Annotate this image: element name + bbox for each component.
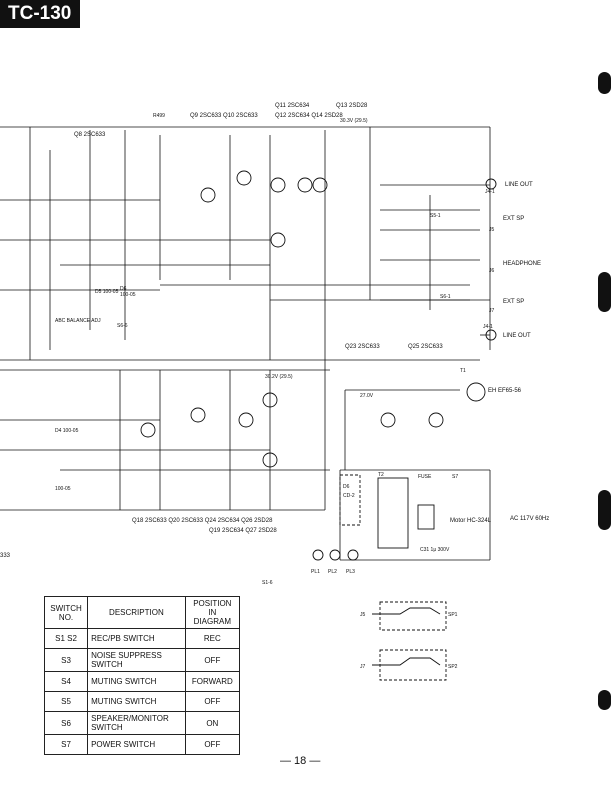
- label-sp2: SP2: [448, 664, 458, 670]
- label-v30b: 30.2V (29.5): [265, 374, 293, 380]
- label-s6b: S6-6: [117, 323, 128, 329]
- label-cd2: CD-2: [343, 493, 355, 499]
- punch-hole-mark: [598, 272, 611, 312]
- label-line-out-bottom: LINE OUT: [503, 333, 531, 339]
- switch-no-cell: S7: [43, 734, 89, 755]
- label-s1: S1-6: [262, 580, 273, 586]
- table-row: S3 NOISE SUPPRESS SWITCH OFF: [43, 648, 241, 672]
- label-v30: 30.3V (29.5): [340, 118, 368, 124]
- switch-position-cell: FORWARD: [184, 671, 241, 692]
- table-row: S4 MUTING SWITCH FORWARD: [43, 671, 241, 692]
- label-headphone: HEADPHONE: [503, 261, 541, 267]
- label-pl2: PL2: [328, 569, 337, 575]
- switch-table-header-row: SWITCH NO. DESCRIPTION POSITION IN DIAGR…: [43, 596, 241, 629]
- label-d6: D6: [343, 484, 350, 490]
- switch-position-cell: OFF: [184, 648, 241, 672]
- switch-position-cell: ON: [184, 711, 241, 735]
- label-sp1: SP1: [448, 612, 458, 618]
- label-s5: S5-1: [430, 213, 441, 219]
- label-d6c: 100-05: [120, 292, 136, 298]
- label-v27: 27.0V: [360, 393, 374, 399]
- label-plug-j5: J5: [360, 612, 366, 618]
- switch-position-cell: OFF: [184, 734, 241, 755]
- label-d5: D5 100-05: [95, 289, 119, 295]
- transistor-label-q19: Q19 2SC634 Q27 2SD28: [209, 528, 277, 534]
- switch-no-cell: S6: [43, 711, 89, 735]
- switch-table: SWITCH NO. DESCRIPTION POSITION IN DIAGR…: [43, 596, 241, 755]
- transistor-label-q12: Q12 2SC634 Q14 2SD28: [275, 113, 343, 119]
- label-r499: R499: [153, 113, 165, 119]
- transistor-label-q11: Q11 2SC634: [275, 103, 310, 109]
- switch-description-cell: SPEAKER/MONITOR SWITCH: [87, 711, 186, 735]
- label-motor: Motor HC-324L: [450, 518, 492, 524]
- page-number: — 18 —: [280, 755, 321, 767]
- label-s7: S7: [452, 474, 458, 480]
- label-d4a: D4 100-05: [55, 428, 79, 434]
- table-row: S1 S2 REC/PB SWITCH REC: [43, 628, 241, 649]
- label-j6: J6: [489, 268, 495, 274]
- table-row: S6 SPEAKER/MONITOR SWITCH ON: [43, 711, 241, 735]
- switch-table-header-description: DESCRIPTION: [87, 596, 186, 629]
- switch-description-cell: NOISE SUPPRESS SWITCH: [87, 648, 186, 672]
- table-row: S5 MUTING SWITCH OFF: [43, 691, 241, 712]
- label-pl3: PL3: [346, 569, 355, 575]
- label-t1: T1: [460, 368, 466, 374]
- label-j4b: J4-1: [483, 324, 493, 330]
- label-plug-j7: J7: [360, 664, 366, 670]
- switch-position-cell: REC: [184, 628, 241, 649]
- model-badge: TC-130: [0, 0, 80, 28]
- label-pl1: PL1: [311, 569, 320, 575]
- label-s6: S6-1: [440, 294, 451, 300]
- label-abc-balance: ABC BALANCE ADJ: [55, 318, 101, 324]
- label-page-left-num: 333: [0, 553, 11, 559]
- switch-no-cell: S1 S2: [43, 628, 89, 649]
- label-fuse: FUSE: [418, 474, 432, 480]
- label-j4: J4-1: [485, 189, 495, 195]
- punch-hole-mark: [598, 490, 611, 530]
- transistor-label-q9: Q9 2SC633 Q10 2SC633: [190, 113, 258, 119]
- label-lamp: EH EF65-56: [488, 388, 522, 394]
- switch-description-cell: MUTING SWITCH: [87, 671, 186, 692]
- label-ext-sp-bottom: EXT SP: [503, 299, 524, 305]
- transistor-label-q8: Q8 2SC633: [74, 132, 106, 138]
- transistor-label-q18: Q18 2SC633 Q20 2SC633 Q24 2SC634 Q26 2SD…: [132, 518, 273, 524]
- switch-description-cell: MUTING SWITCH: [87, 691, 186, 712]
- switch-table-header-no: SWITCH NO.: [43, 596, 89, 629]
- label-t2: T2: [378, 472, 384, 478]
- label-d6b: D6: [120, 286, 127, 292]
- label-ac: AC 117V 60Hz: [510, 516, 549, 522]
- label-j5: J5: [489, 227, 495, 233]
- switch-position-cell: OFF: [184, 691, 241, 712]
- switch-table-header-position: POSITION IN DIAGRAM: [184, 596, 241, 629]
- label-d4b: 100-05: [55, 486, 71, 492]
- label-c31: C31 1μ 300V: [420, 547, 450, 553]
- switch-description-cell: POWER SWITCH: [87, 734, 186, 755]
- label-ext-sp-top: EXT SP: [503, 216, 524, 222]
- label-j7: J7: [489, 308, 495, 314]
- label-line-out-top: LINE OUT: [505, 182, 533, 188]
- punch-hole-mark: [598, 72, 611, 94]
- switch-no-cell: S3: [43, 648, 89, 672]
- switch-no-cell: S4: [43, 671, 89, 692]
- transistor-label-q25: Q25 2SC633: [408, 344, 443, 350]
- transistor-label-q23: Q23 2SC633: [345, 344, 380, 350]
- switch-description-cell: REC/PB SWITCH: [87, 628, 186, 649]
- transistor-label-q13: Q13 2SD28: [336, 103, 368, 109]
- switch-no-cell: S5: [43, 691, 89, 712]
- table-row: S7 POWER SWITCH OFF: [43, 734, 241, 755]
- punch-hole-mark: [598, 690, 611, 710]
